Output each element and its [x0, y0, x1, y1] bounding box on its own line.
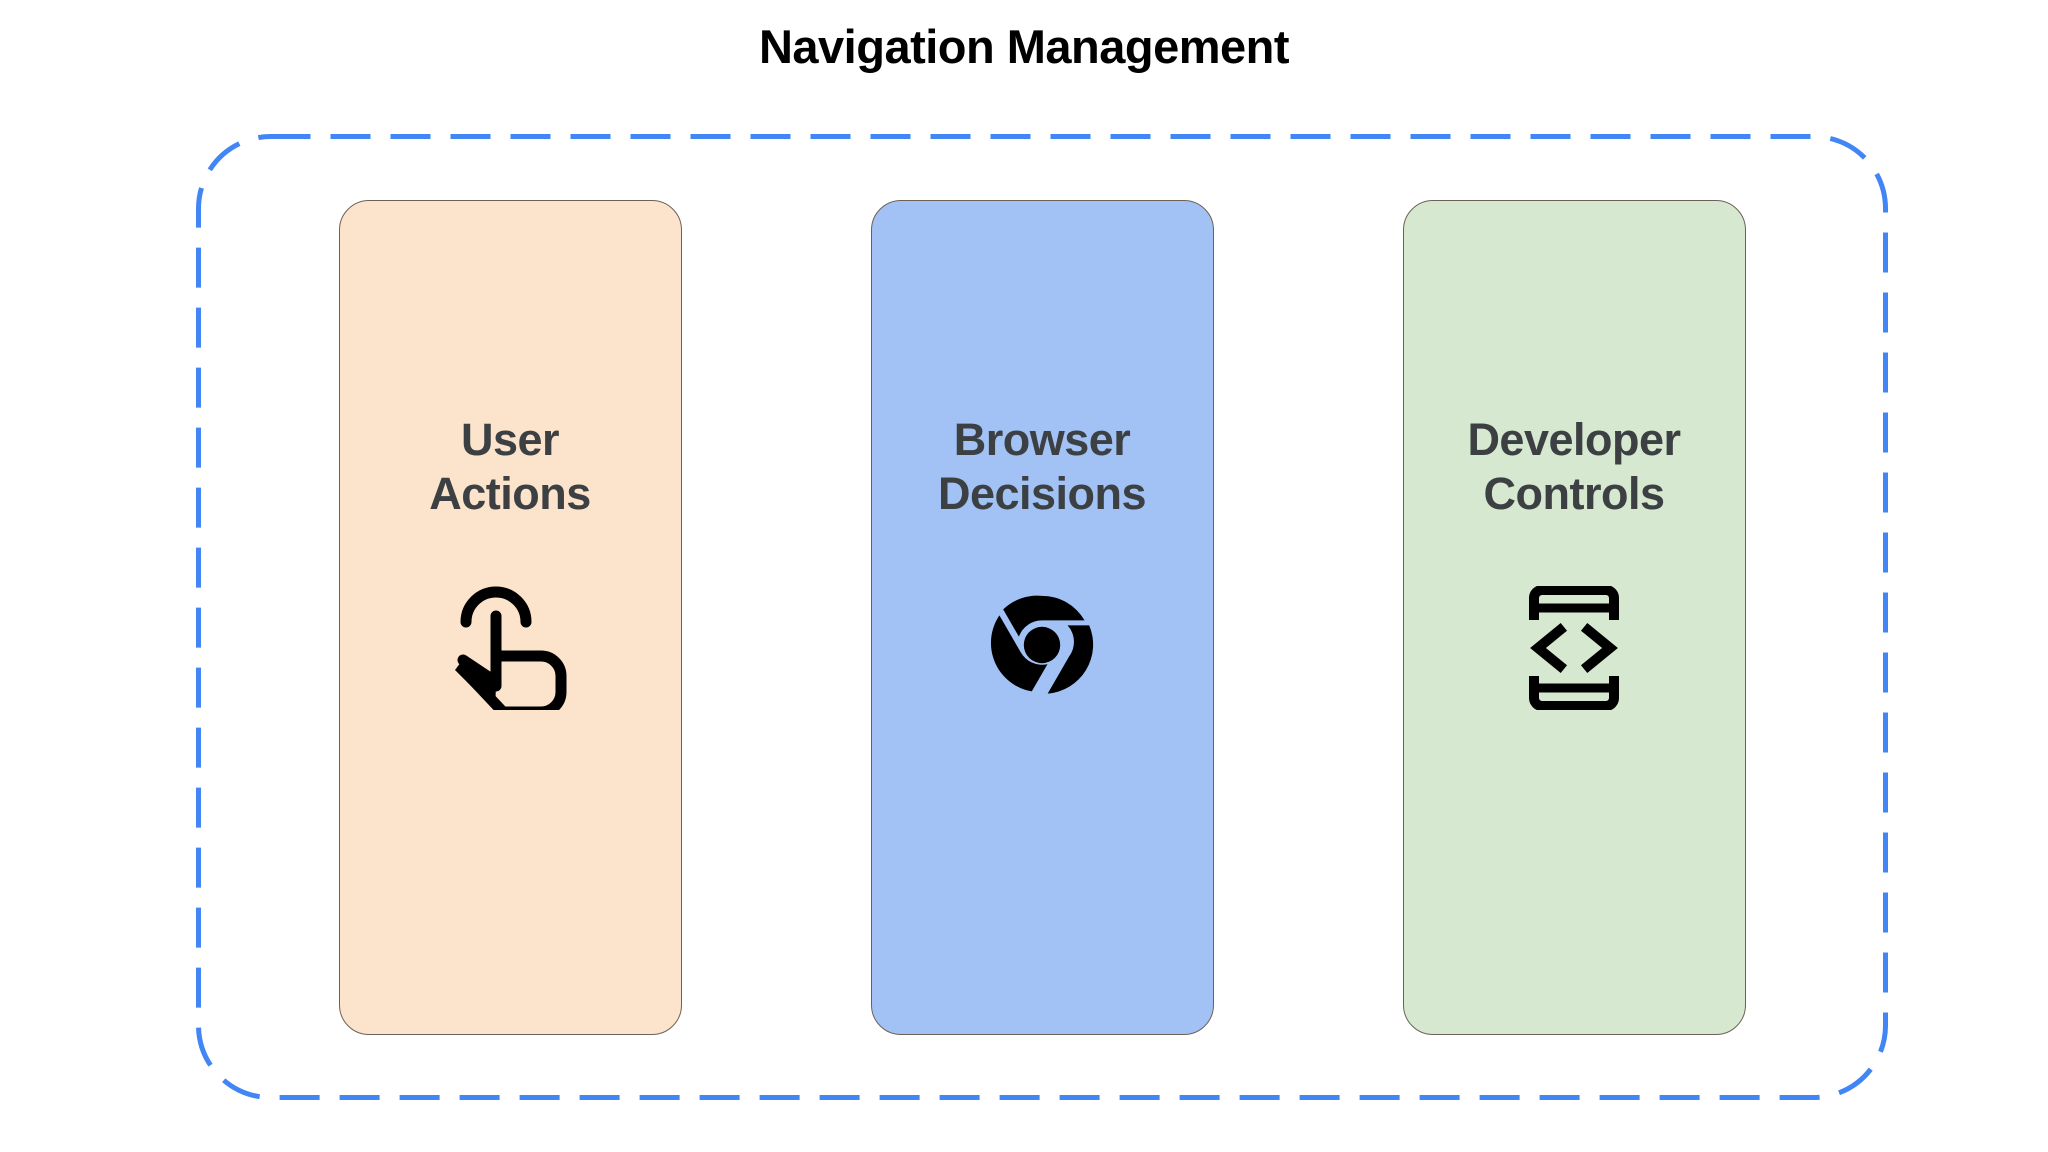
card-user-actions[interactable]: User Actions	[338, 199, 682, 1035]
card-label-user-actions: User Actions	[429, 413, 591, 519]
card-browser-decisions[interactable]: Browser Decisions	[870, 199, 1214, 1035]
card-label-browser-decisions: Browser Decisions	[937, 413, 1147, 519]
device-code-brackets-icon	[1404, 585, 1745, 710]
page-title: Navigation Management	[758, 20, 1290, 73]
tap-gesture-icon	[340, 586, 681, 710]
card-label-developer-controls: Developer Controls	[1467, 413, 1681, 519]
card-developer-controls[interactable]: Developer Controls	[1402, 199, 1746, 1035]
cards-row: User Actions Browser Decisions	[196, 134, 1888, 1100]
chrome-browser-icon	[872, 586, 1213, 704]
